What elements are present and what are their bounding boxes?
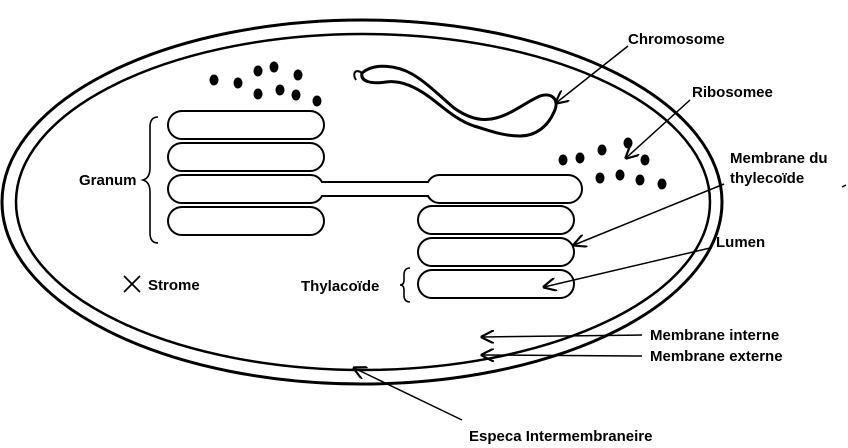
intermembrane-space-pointer <box>354 368 462 420</box>
thylakoid-stack <box>418 206 574 298</box>
stroma-lamella <box>168 175 582 203</box>
thylakoid-disc <box>418 238 574 266</box>
thylakoid-disc <box>168 207 324 235</box>
label-chromosome: Chromosome <box>628 31 725 48</box>
label-ribosomes: Ribosomee <box>692 84 773 101</box>
thylakoid-brace <box>400 268 410 302</box>
ribosomes-pointer <box>626 100 690 158</box>
granum-brace <box>143 117 158 243</box>
thylakoid-membrane-pointer <box>574 184 724 245</box>
label-outer-membrane: Membrane externe <box>650 348 783 365</box>
granum-stack <box>168 111 324 235</box>
label-thylakoid: Thylacoïde <box>301 278 379 295</box>
inner-membrane-pointer <box>482 335 642 337</box>
stray-mark <box>842 185 846 187</box>
inner-membrane <box>16 34 710 370</box>
label-thylakoid-membrane-line2: thylecoïde <box>730 170 804 187</box>
label-intermembrane-space: Especa Intermembraneire <box>469 428 652 445</box>
outer-membrane-pointer <box>482 355 642 356</box>
chromosome-strand <box>362 66 556 136</box>
label-inner-membrane: Membrane interne <box>650 327 779 344</box>
label-stroma: Strome <box>148 277 200 294</box>
thylakoid-disc <box>168 111 324 139</box>
label-lumen: Lumen <box>716 234 765 251</box>
thylakoid-disc <box>168 143 324 171</box>
ribosome-cluster-right <box>559 138 667 190</box>
label-thylakoid-membrane-line1: Membrane du <box>730 150 828 167</box>
thylakoid-disc <box>418 270 574 298</box>
ribosome-cluster-left <box>210 62 322 107</box>
stroma-cross-icon <box>124 276 140 292</box>
label-granum: Granum <box>79 172 137 189</box>
thylakoid-disc <box>418 206 574 234</box>
